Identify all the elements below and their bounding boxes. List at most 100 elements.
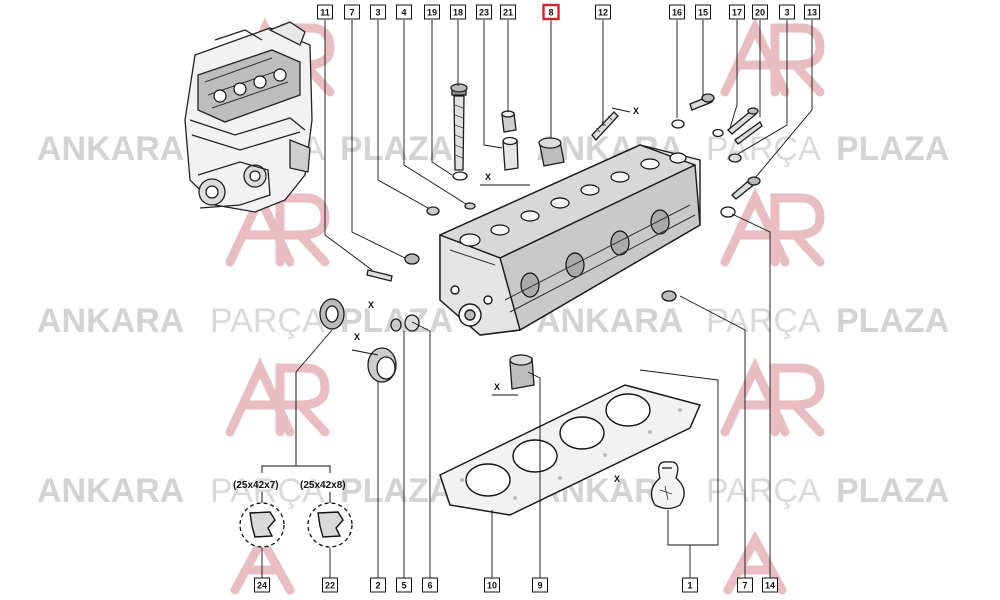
watermark-logo [230, 530, 787, 595]
part-label-3: 3 [779, 4, 795, 20]
watermark-text: PARÇA [706, 130, 821, 168]
watermark-text: PARÇA [210, 302, 325, 340]
part-bolt-17 [727, 107, 759, 135]
part-label-number: 17 [732, 8, 742, 18]
part-label-5: 5 [396, 577, 412, 593]
part-label-box [322, 577, 338, 593]
part-label-box [762, 577, 778, 593]
part-sleeve-2 [367, 347, 397, 383]
part-label-box [669, 4, 685, 20]
part-label-10: 10 [484, 577, 500, 593]
part-label-number: 4 [401, 8, 406, 18]
part-seal-24 [319, 298, 345, 330]
watermark-row: ANKARA PARÇA PLAZA ANKARA PARÇA PLAZA [37, 472, 949, 510]
part-label-7: 7 [737, 577, 753, 593]
part-plug-4 [464, 202, 476, 210]
part-plug-7 [404, 253, 420, 265]
watermark-text: PLAZA [340, 472, 453, 510]
part-label-number: 10 [487, 581, 497, 591]
part-label-box [532, 577, 548, 593]
part-label-9: 9 [532, 577, 548, 593]
part-plug-7b [661, 290, 677, 302]
part-label-3: 3 [370, 4, 386, 20]
part-washer-14 [720, 206, 736, 218]
part-label-number: 3 [375, 8, 380, 18]
part-stud-20 [734, 121, 763, 145]
part-seal-6 [404, 314, 420, 332]
dimension-x: X [485, 172, 491, 182]
part-bolt-18 [450, 83, 468, 181]
part-label-box [317, 4, 333, 20]
part-plug-3 [426, 206, 440, 216]
watermark-logo [720, 17, 825, 97]
seal-size-label: (25x42x8) [300, 480, 346, 491]
part-stud-11 [366, 269, 393, 282]
part-label-box [484, 577, 500, 593]
part-label-2: 2 [370, 577, 386, 593]
part-label-13: 13 [804, 4, 820, 20]
part-label-number: 11 [320, 8, 330, 18]
watermark-text: ANKARA [37, 302, 184, 340]
part-bolt-13 [731, 176, 761, 200]
part-label-number: 18 [453, 8, 463, 18]
watermark-text: PLAZA [836, 472, 949, 510]
part-label-number: 23 [479, 8, 489, 18]
part-label-23: 23 [476, 4, 492, 20]
part-label-box [370, 577, 386, 593]
part-label-number: 7 [742, 581, 747, 591]
part-label-box [729, 4, 745, 20]
part-label-box [804, 4, 820, 20]
part-label-15: 15 [695, 4, 711, 20]
watermark-text: ANKARA [536, 302, 683, 340]
watermark-text: PARÇA [706, 472, 821, 510]
part-label-21: 21 [500, 4, 516, 20]
watermark-logo [225, 357, 330, 437]
part-label-number: 12 [598, 8, 608, 18]
part-label-24: 24 [254, 577, 270, 593]
part-label-box [695, 4, 711, 20]
seal-detail-22 [307, 502, 353, 548]
part-label-box [396, 577, 412, 593]
seal-size-label: (25x42x7) [233, 480, 279, 491]
watermark-text: PARÇA [706, 302, 821, 340]
part-washer [728, 153, 742, 163]
seal-detail-views: (25x42x7) (25x42x8) [233, 372, 353, 548]
part-label-7: 7 [344, 4, 360, 20]
part-label-number: 9 [537, 581, 542, 591]
part-bolt-15 [689, 93, 715, 111]
part-guide-21 [501, 110, 517, 133]
part-label-17: 17 [729, 4, 745, 20]
part-stud-12 [591, 111, 619, 141]
part-label-1: 1 [682, 577, 698, 593]
part-label-number: 22 [325, 581, 335, 591]
dimension-x: X [368, 300, 374, 310]
part-label-number: 7 [349, 8, 354, 18]
dimension-marks: X X X X X X [351, 106, 639, 484]
part-label-19: 19 [424, 4, 440, 20]
part-washer-3 [712, 128, 724, 138]
part-label-22: 22 [322, 577, 338, 593]
seal-detail-24 [239, 502, 285, 548]
part-label-box [370, 4, 386, 20]
watermark-text: ANKARA [37, 472, 184, 510]
part-label-box [752, 4, 768, 20]
dimension-x: X [633, 106, 639, 116]
part-follower-23 [502, 136, 519, 171]
part-label-number: 20 [755, 8, 765, 18]
part-label-box [254, 577, 270, 593]
part-label-number: 24 [257, 581, 267, 591]
part-label-18: 18 [450, 4, 466, 20]
part-label-number: 14 [765, 581, 775, 591]
part-seal-5 [390, 318, 402, 332]
watermark-row: ANKARA PARÇA PLAZA ANKARA PARÇA PLAZA [37, 302, 949, 340]
part-label-number: 21 [503, 8, 513, 18]
loose-parts [319, 83, 763, 510]
part-label-box [344, 4, 360, 20]
dimension-x: X [614, 474, 620, 484]
part-label-box [450, 4, 466, 20]
part-cap-9 [509, 354, 535, 390]
part-label-4: 4 [396, 4, 412, 20]
engine-overview-illustration [184, 21, 313, 213]
watermark-logo [720, 187, 825, 267]
